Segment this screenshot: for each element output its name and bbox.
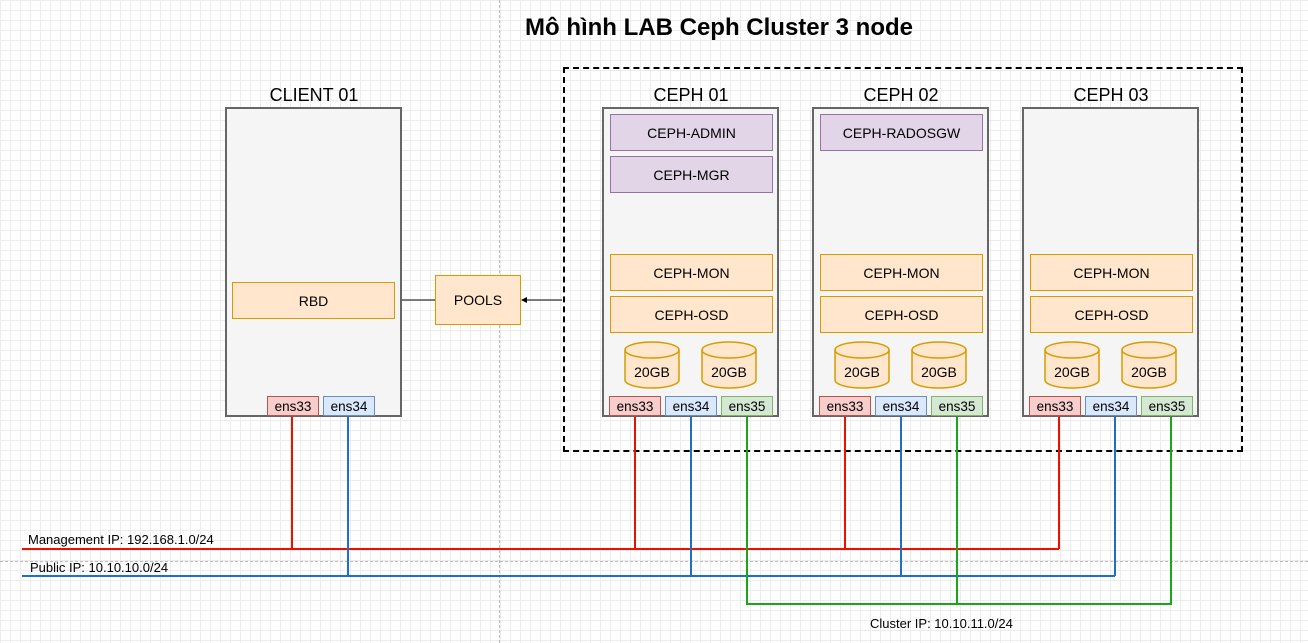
ceph03-nic-ens34: ens34	[1085, 396, 1137, 416]
ceph02-mon-service: CEPH-MON	[820, 254, 983, 291]
ceph02-disk-1: 20GB	[834, 341, 890, 389]
ceph-admin-service: CEPH-ADMIN	[610, 114, 773, 151]
ceph-cluster-boundary	[563, 67, 1243, 452]
ceph03-label: CEPH 03	[1073, 85, 1149, 105]
client-label: CLIENT 01	[269, 85, 359, 105]
ceph03-mon-service: CEPH-MON	[1030, 254, 1193, 291]
disk-size-label: 20GB	[1131, 364, 1167, 380]
ceph02-nic-ens33: ens33	[819, 396, 871, 416]
ceph01-nic-ens35: ens35	[721, 396, 773, 416]
cylinder-icon	[834, 341, 890, 389]
ceph03-nic-ens35: ens35	[1141, 396, 1193, 416]
ceph01-disk-2: 20GB	[701, 341, 757, 389]
ceph-radosgw-service: CEPH-RADOSGW	[820, 114, 983, 151]
cluster-bus	[746, 416, 1172, 605]
ceph02-label: CEPH 02	[863, 85, 939, 105]
client-nic-ens33: ens33	[267, 396, 319, 416]
disk-size-label: 20GB	[844, 364, 880, 380]
client-node	[225, 107, 402, 417]
page-guide-horizontal	[0, 561, 1308, 562]
disk-size-label: 20GB	[1054, 364, 1090, 380]
ceph03-osd-service: CEPH-OSD	[1030, 296, 1193, 333]
cluster-network-lines	[746, 416, 1172, 605]
client-nic-ens34: ens34	[323, 396, 375, 416]
ceph03-disk-2: 20GB	[1121, 341, 1177, 389]
cylinder-icon	[1044, 341, 1100, 389]
ceph01-disk-1: 20GB	[624, 341, 680, 389]
public-network-lines	[22, 416, 1116, 577]
cylinder-icon	[701, 341, 757, 389]
rbd-service: RBD	[232, 282, 395, 319]
ceph-mgr-service: CEPH-MGR	[610, 156, 773, 193]
public-network-label: Public IP: 10.10.10.0/24	[30, 560, 169, 575]
disk-size-label: 20GB	[921, 364, 957, 380]
ceph03-nic-ens33: ens33	[1029, 396, 1081, 416]
ceph02-nic-ens35: ens35	[931, 396, 983, 416]
cluster-network-label: Cluster IP: 10.10.11.0/24	[870, 616, 1013, 631]
arrowhead-icon	[521, 297, 527, 303]
ceph01-label: CEPH 01	[653, 85, 729, 105]
ceph01-osd-service: CEPH-OSD	[610, 296, 773, 333]
cylinder-icon	[911, 341, 967, 389]
diagram-title: Mô hình LAB Ceph Cluster 3 node	[525, 14, 913, 41]
management-network-label: Management IP: 192.168.1.0/24	[28, 532, 214, 547]
pools-box: POOLS	[435, 275, 521, 325]
cylinder-icon	[624, 341, 680, 389]
ceph02-nic-ens34: ens34	[875, 396, 927, 416]
ceph02-osd-service: CEPH-OSD	[820, 296, 983, 333]
management-network-lines	[22, 416, 1060, 550]
cylinder-icon	[1121, 341, 1177, 389]
ceph01-mon-service: CEPH-MON	[610, 254, 773, 291]
ceph03-disk-1: 20GB	[1044, 341, 1100, 389]
disk-size-label: 20GB	[711, 364, 747, 380]
disk-size-label: 20GB	[634, 364, 670, 380]
ceph01-nic-ens33: ens33	[609, 396, 661, 416]
ceph02-disk-2: 20GB	[911, 341, 967, 389]
ceph01-nic-ens34: ens34	[665, 396, 717, 416]
